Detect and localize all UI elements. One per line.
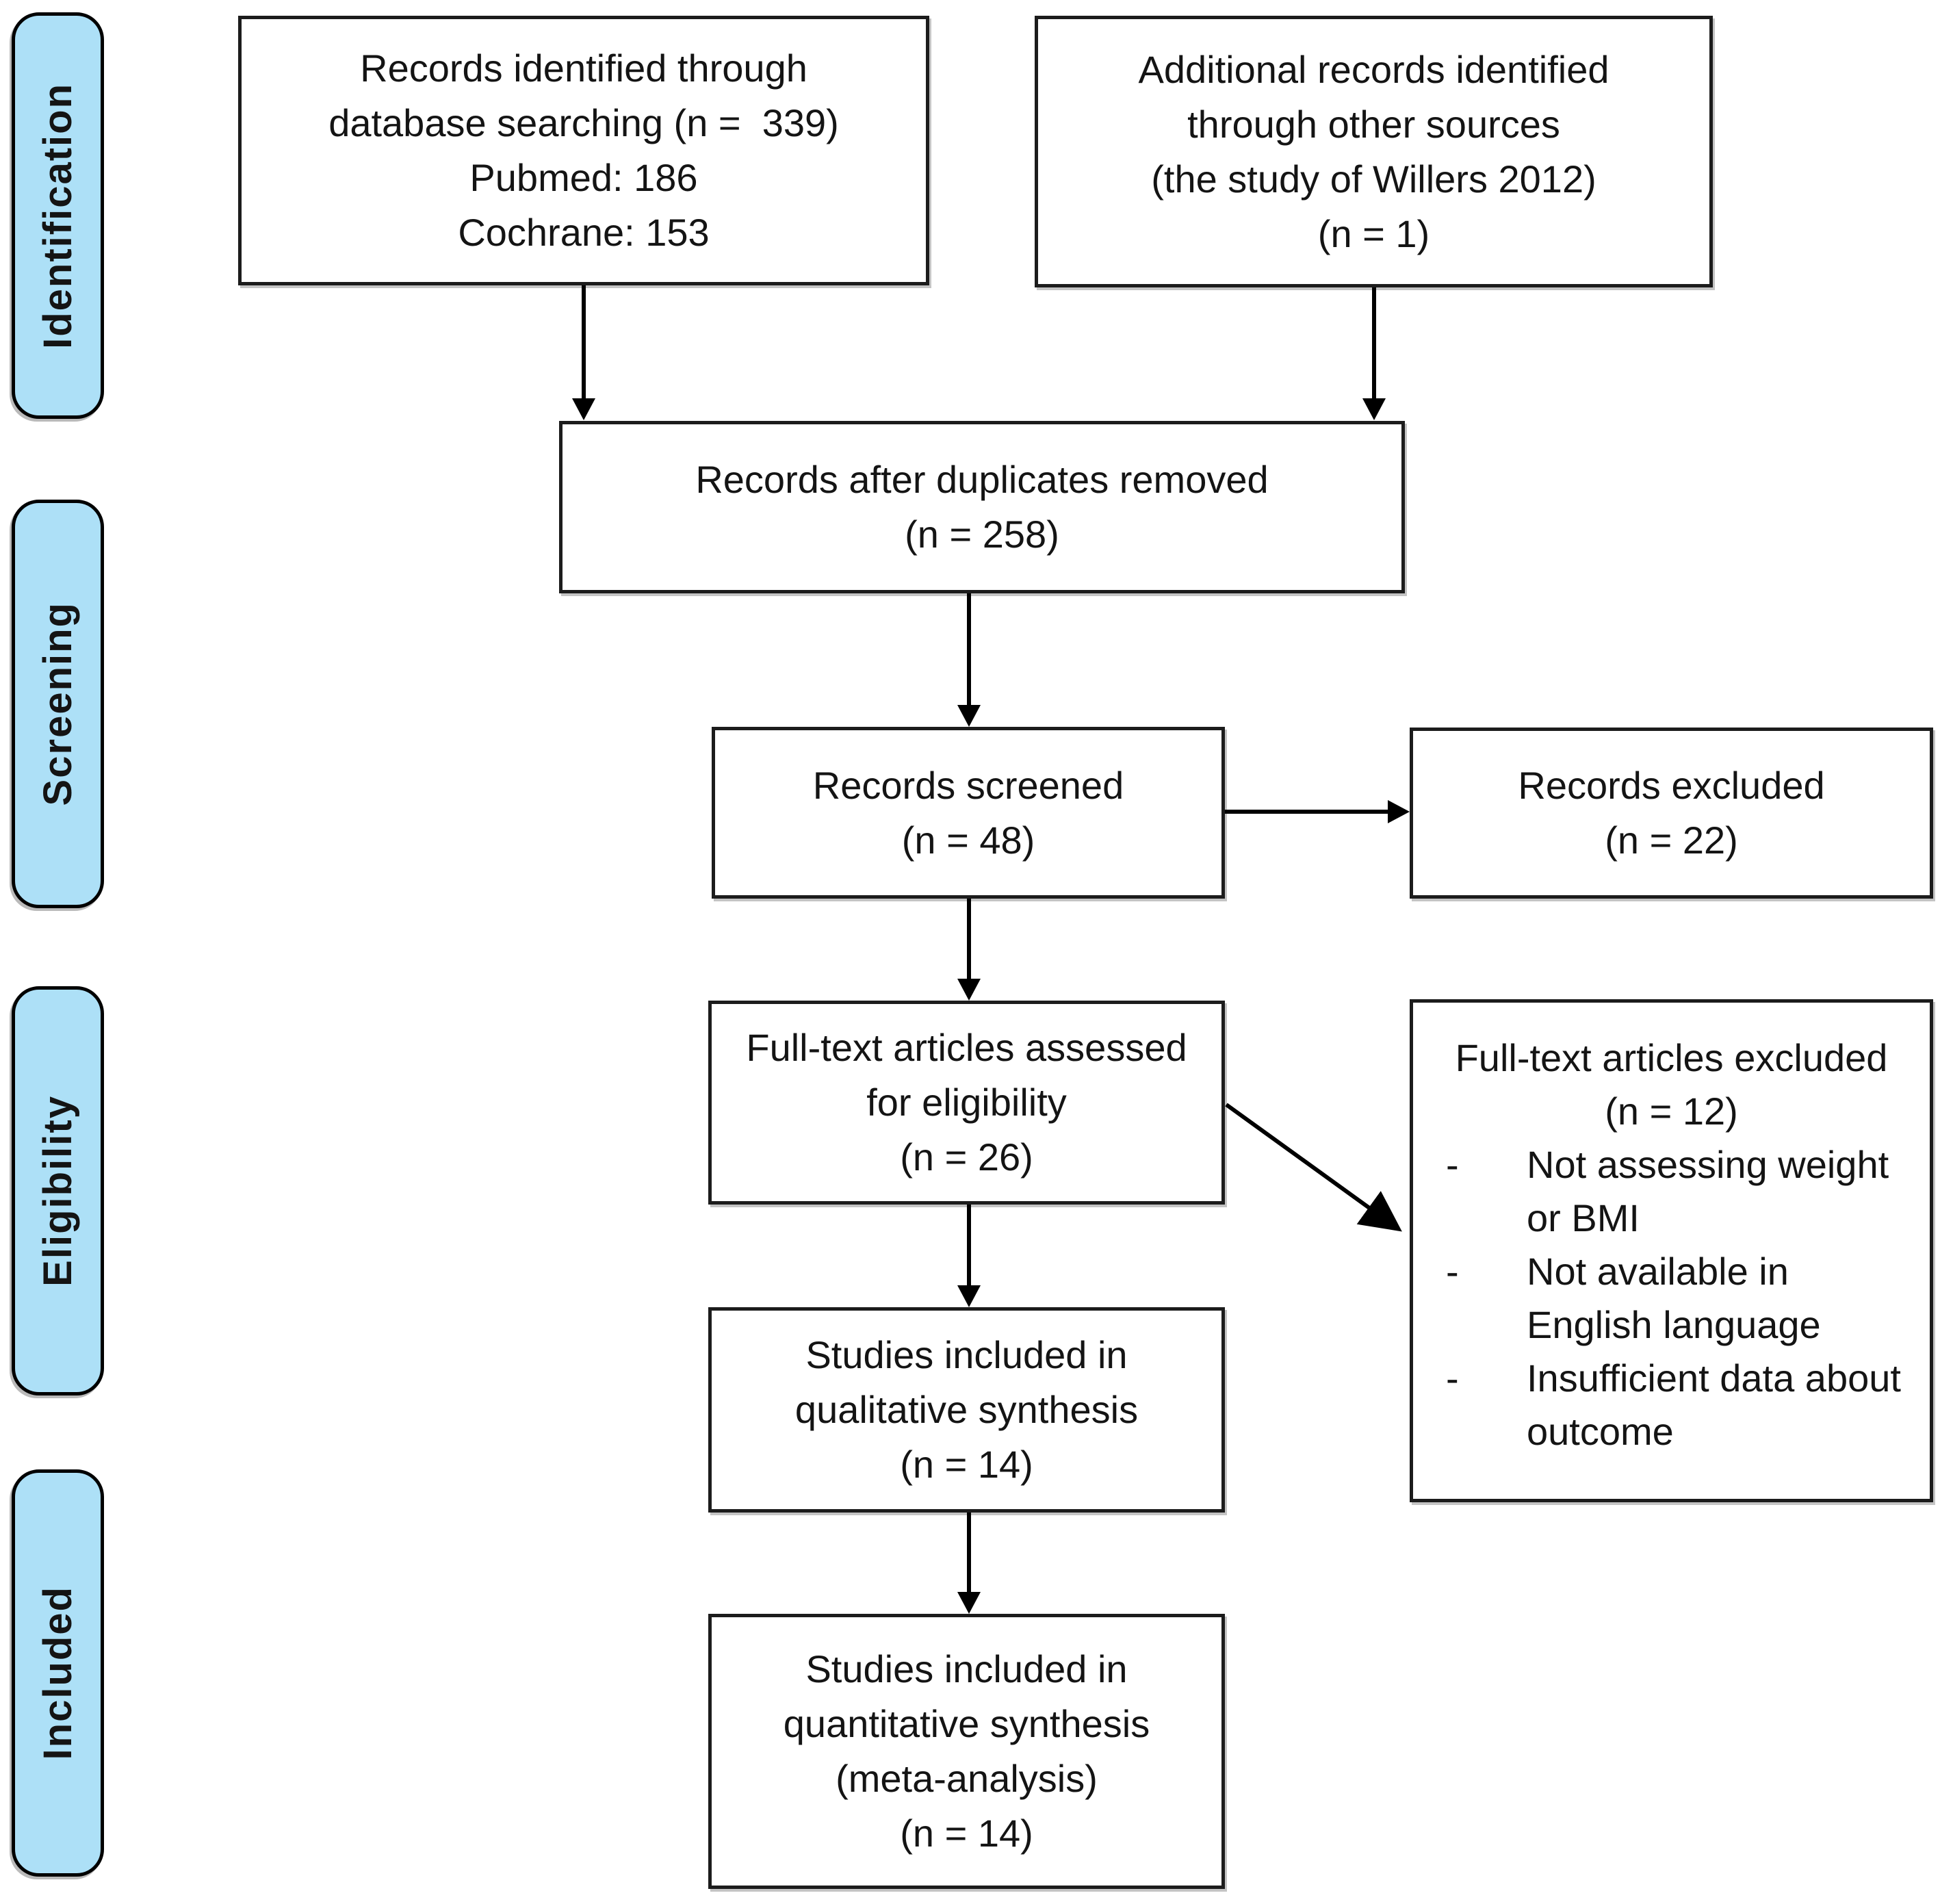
box-fulltext-assessed-line: Full-text articles assessed [746,1026,1187,1069]
bullet-dash: - [1446,1356,1459,1400]
box-additional-records-line: Additional records identified [1138,47,1609,91]
box-records-identified-line: database searching (n = 339) [328,101,839,144]
stage-screening-label: Screening [36,602,80,806]
box-fulltext-assessed-line: for eligibility [866,1081,1067,1124]
box-quantitative-synthesis-line: (meta-analysis) [836,1757,1098,1800]
box-additional-records: Additional records identified through ot… [1035,16,1713,287]
box-additional-records-line: (the study of Willers 2012) [1151,157,1596,201]
arrow-head-down [957,1592,981,1614]
box-records-identified-line: Records identified through [360,47,807,90]
box-additional-records-line: through other sources [1187,102,1560,146]
box-records-screened-line: (n = 48) [901,818,1035,862]
exclusion-reason-text: Not available in English language [1527,1250,1821,1346]
box-records-identified-line: Pubmed: 186 [469,156,698,199]
arrow-fulltext-to-excluded [1225,1103,1402,1232]
box-duplicates-removed-line: (n = 258) [905,513,1059,556]
stage-identification-label: Identification [36,82,80,349]
arrow-screened-to-fulltext [957,899,981,1001]
box-qualitative-synthesis-line: qualitative synthesis [794,1388,1139,1431]
exclusion-reason-item: - Not assessing weight or BMI [1413,1138,1930,1245]
stage-identification: Identification [12,12,104,419]
box-duplicates-removed: Records after duplicates removed (n = 25… [559,421,1405,593]
box-quantitative-synthesis-line: Studies included in [805,1647,1128,1690]
box-fulltext-assessed: Full-text articles assessed for eligibil… [708,1001,1225,1205]
exclusion-reason-item: - Not available in English language [1413,1245,1930,1352]
box-quantitative-synthesis-line: quantitative synthesis [783,1702,1150,1745]
bullet-dash: - [1446,1250,1459,1293]
box-records-excluded: Records excluded (n = 22) [1410,728,1933,899]
box-records-screened: Records screened (n = 48) [712,727,1225,899]
box-records-identified: Records identified through database sear… [238,16,929,285]
box-records-screened-line: Records screened [812,763,1124,807]
stage-included: Included [12,1469,104,1877]
arrow-dedup-to-screened [957,593,981,727]
arrow-head-down [957,979,981,1001]
box-records-excluded-line: Records excluded [1518,764,1825,807]
box-fulltext-assessed-line: (n = 26) [900,1135,1033,1179]
box-records-excluded-line: (n = 22) [1605,819,1738,862]
box-qualitative-synthesis-line: (n = 14) [900,1443,1033,1486]
arrow-head-right [1388,800,1410,823]
arrow-identified-to-dedup [572,285,595,420]
arrow-fulltext-to-qualitative [957,1205,981,1307]
arrow-qualitative-to-quantitative [957,1513,981,1614]
exclusion-reason-item: - Insufficient data about outcome [1413,1352,1930,1458]
box-fulltext-excluded-title: Full-text articles excluded [1455,1036,1888,1079]
arrow-additional-to-dedup [1362,287,1386,420]
arrow-head-down [572,398,595,420]
exclusion-reason-text: Not assessing weight or BMI [1527,1143,1889,1239]
box-fulltext-excluded-count: (n = 12) [1605,1090,1738,1133]
box-quantitative-synthesis: Studies included in quantitative synthes… [708,1614,1225,1889]
arrow-screened-to-excluded [1225,800,1410,823]
stage-eligibility: Eligibility [12,986,104,1395]
bullet-dash: - [1446,1143,1459,1186]
arrow-head-down [1362,398,1386,420]
stage-screening: Screening [12,500,104,908]
box-qualitative-synthesis: Studies included in qualitative synthesi… [708,1307,1225,1513]
exclusion-reason-text: Insufficient data about outcome [1527,1356,1901,1453]
box-additional-records-line: (n = 1) [1317,211,1430,255]
stage-eligibility-label: Eligibility [36,1095,80,1287]
box-quantitative-synthesis-line: (n = 14) [900,1812,1033,1855]
box-duplicates-removed-line: Records after duplicates removed [695,458,1269,501]
box-fulltext-excluded: Full-text articles excluded (n = 12) - N… [1410,999,1933,1502]
box-qualitative-synthesis-line: Studies included in [805,1333,1128,1376]
arrow-head-down [957,705,981,727]
arrow-head-down [957,1285,981,1307]
box-records-identified-line: Cochrane: 153 [458,211,710,254]
stage-included-label: Included [36,1586,80,1760]
